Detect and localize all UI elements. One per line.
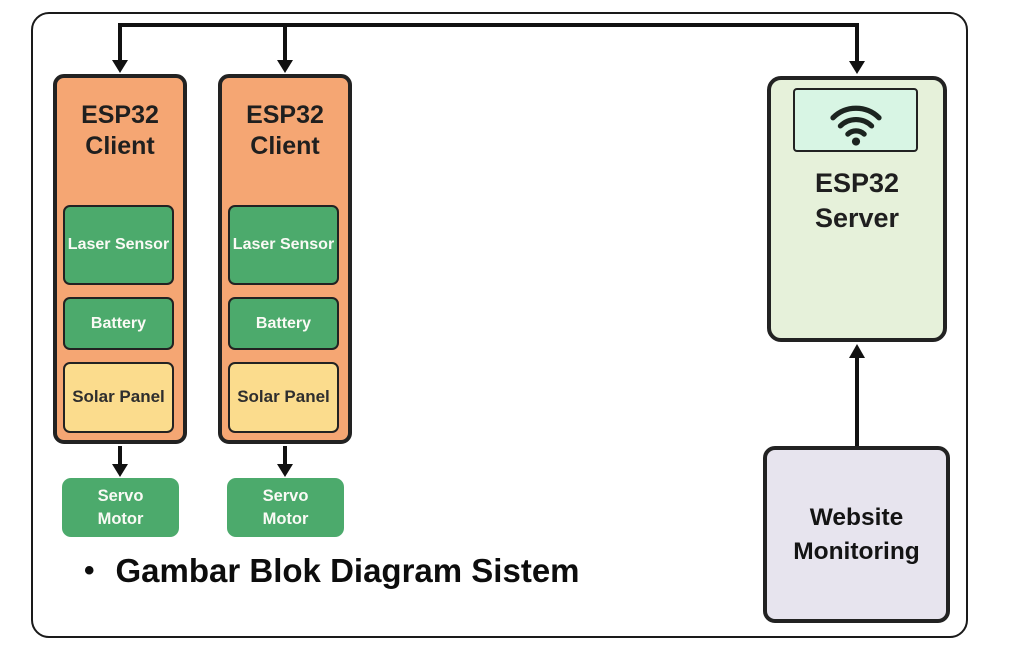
client-2-battery-block: Battery [228,297,339,350]
caption-text: Gambar Blok Diagram Sistem [115,552,580,589]
esp32-client-1-block: ESP32 Client Laser Sensor Battery Solar … [53,74,187,444]
servo-motor-2-label: Servo Motor [262,487,309,528]
client-2-laser-sensor-block: Laser Sensor [228,205,339,285]
servo-motor-1-block: Servo Motor [62,478,179,537]
servo-motor-2-block: Servo Motor [227,478,344,537]
client-2-solar-panel-block: Solar Panel [228,362,339,433]
servo-motor-1-label: Servo Motor [97,487,144,528]
client-1-laser-sensor-block: Laser Sensor [63,205,174,285]
wifi-display [793,88,918,152]
caption-bullet: • [84,554,95,587]
server-title: ESP32 Server [814,168,900,234]
esp32-client-2-block: ESP32 Client Laser Sensor Battery Solar … [218,74,352,444]
caption: • Gambar Blok Diagram Sistem [84,552,580,590]
wifi-icon [829,105,882,146]
client-1-battery-block: Battery [63,297,174,350]
client-2-title: ESP32 Client [246,101,324,161]
diagram-frame [31,12,968,638]
client-1-solar-panel-block: Solar Panel [63,362,174,433]
esp32-server-block: ESP32 Server [767,76,947,342]
website-monitoring-block: Website Monitoring [763,446,950,623]
client-1-title: ESP32 Client [81,101,159,161]
website-monitoring-label: Website Monitoring [793,504,920,565]
